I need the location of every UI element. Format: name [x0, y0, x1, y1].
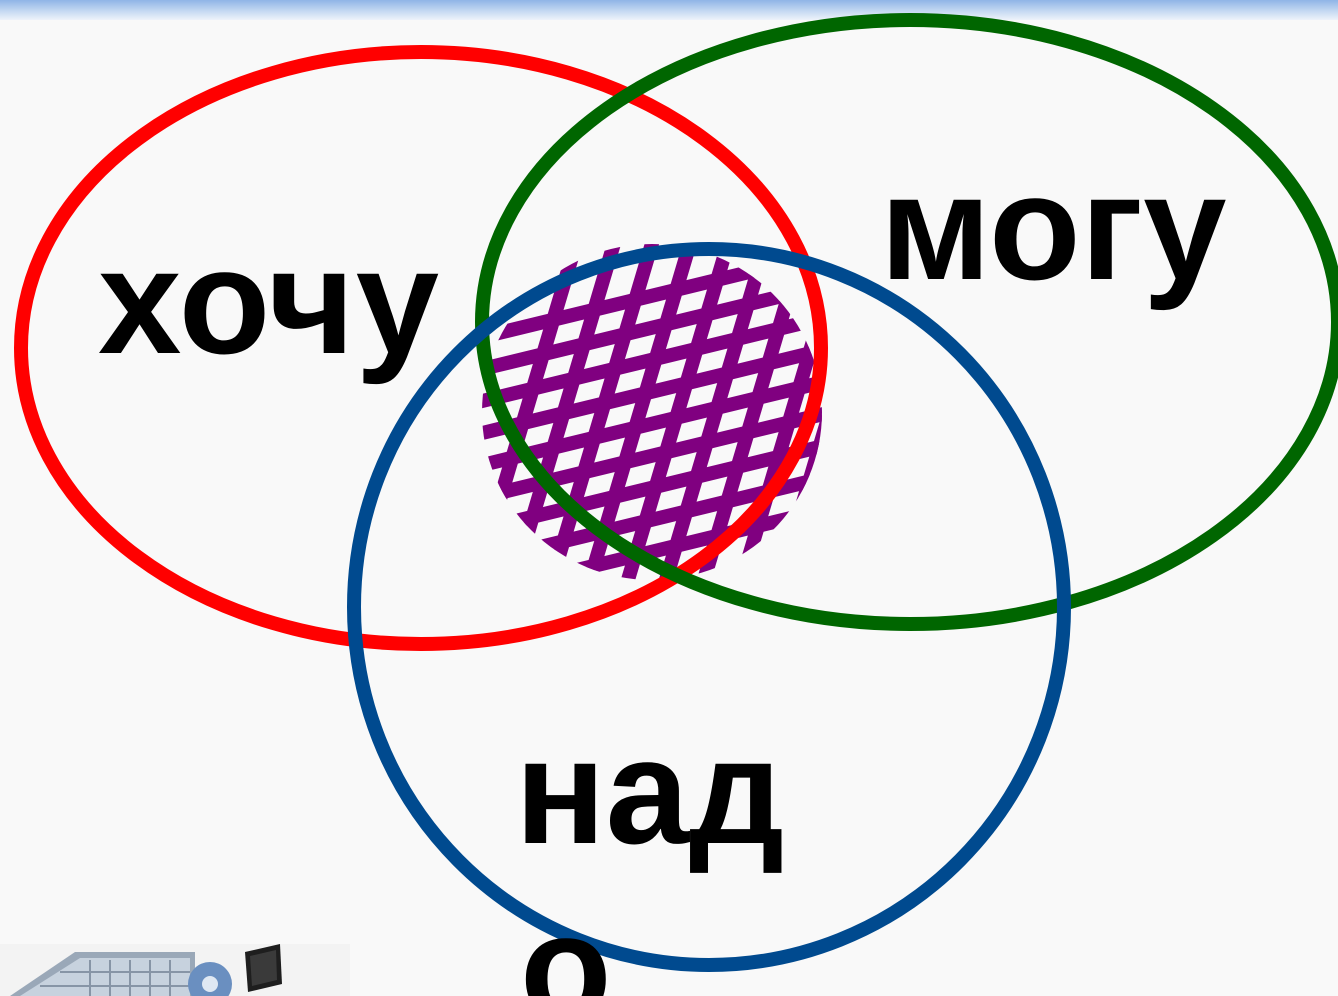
hatch-line — [482, 339, 822, 443]
hatch-line — [539, 244, 663, 580]
hatch-line — [482, 403, 822, 507]
label-want: хочу — [98, 217, 441, 385]
can-circle — [475, 13, 1338, 631]
need-circle — [347, 242, 1071, 972]
top-header-bar — [0, 0, 1338, 20]
label-can: могу — [880, 143, 1227, 311]
computer-clipart-icon — [0, 944, 350, 996]
hatch-line — [729, 244, 822, 580]
want-circle — [14, 45, 828, 651]
label-need-line1: над — [515, 707, 785, 875]
hatch-line — [482, 499, 822, 580]
hatch-line — [653, 244, 777, 580]
hatch-line — [615, 244, 739, 580]
label-need-line2: о — [520, 883, 612, 996]
